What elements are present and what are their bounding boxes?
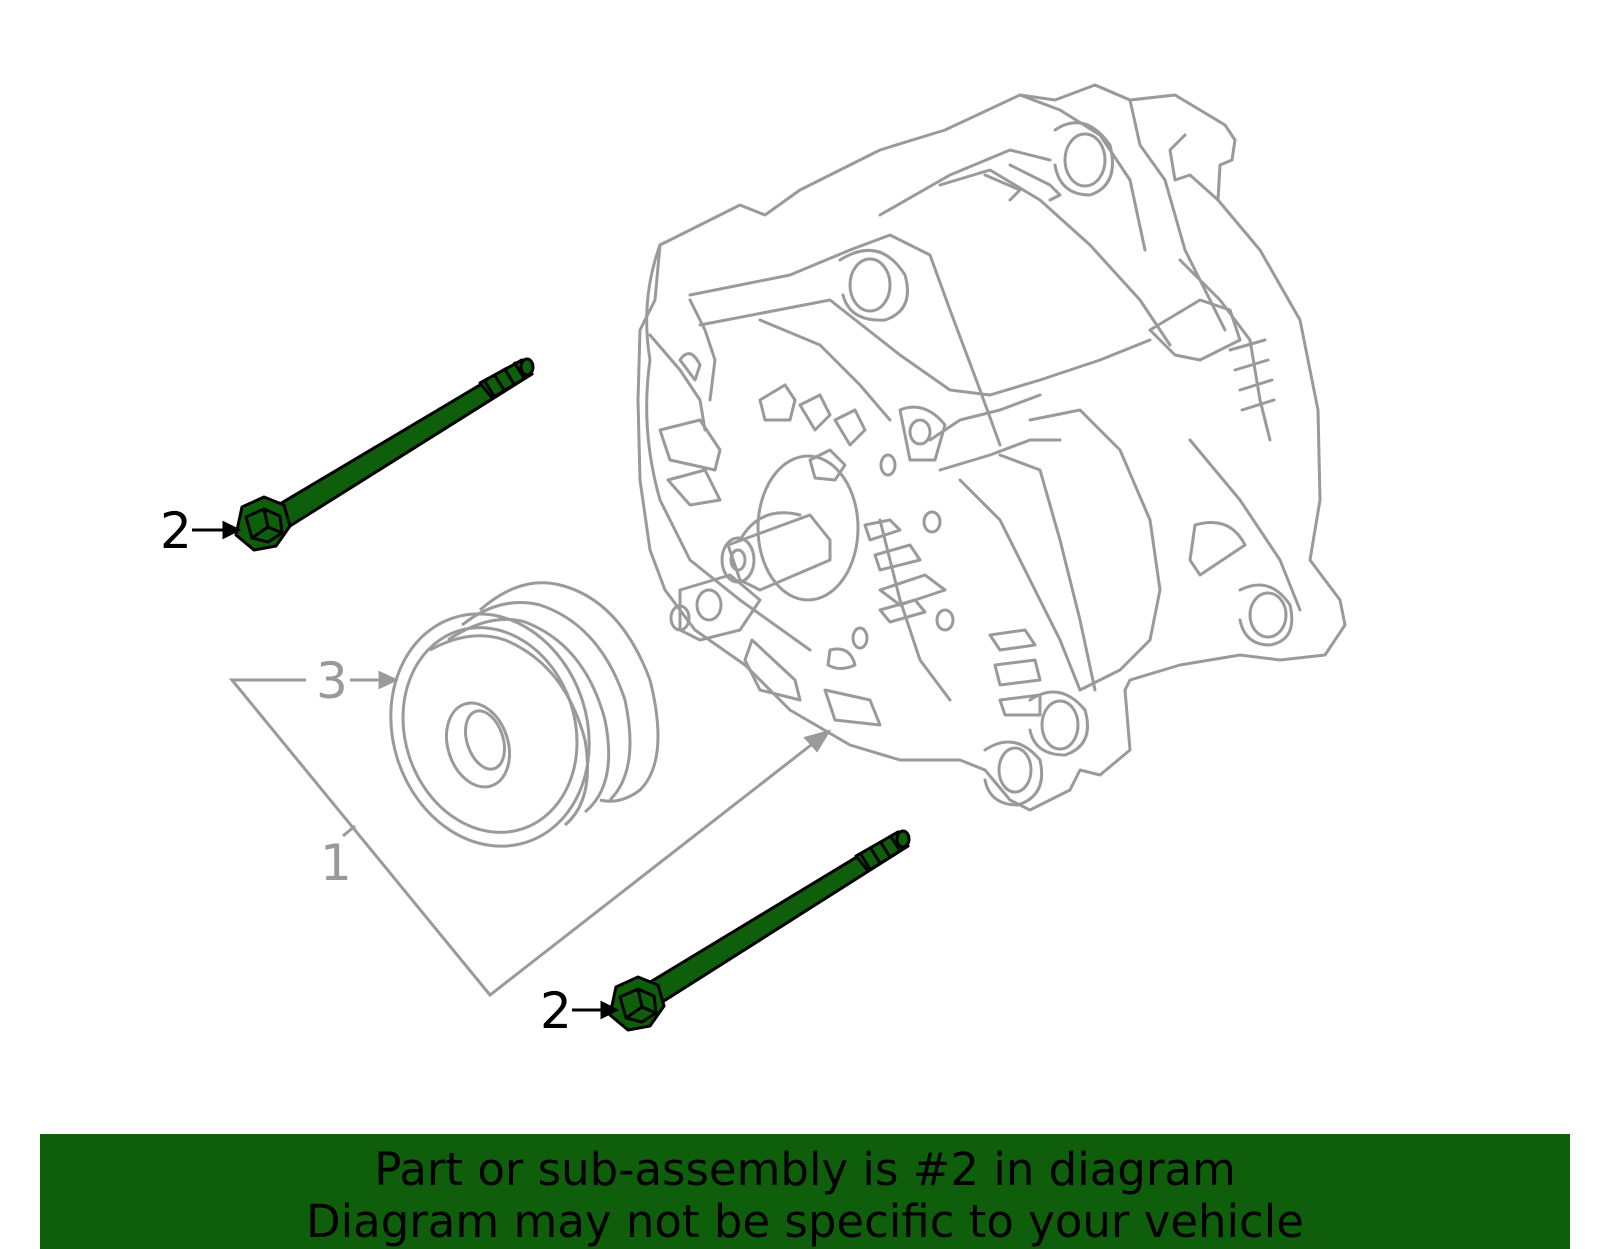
alternator-drawing	[636, 83, 1347, 812]
callout-1[interactable]: 1	[320, 834, 352, 892]
pulley-drawing	[389, 581, 660, 848]
callout-2-upper[interactable]: 2	[160, 502, 192, 560]
info-banner: Part or sub-assembly is #2 in diagram Di…	[40, 1134, 1570, 1249]
banner-line-2: Diagram may not be specific to your vehi…	[306, 1195, 1304, 1248]
bolt-lower[interactable]	[608, 829, 911, 1032]
callout-2-lower[interactable]: 2	[540, 982, 572, 1040]
banner-line-1: Part or sub-assembly is #2 in diagram	[374, 1143, 1236, 1196]
callout-3[interactable]: 3	[316, 652, 348, 710]
bolt-upper[interactable]	[234, 357, 535, 552]
callout-arrows-2	[192, 520, 620, 1020]
assembly-bracket	[228, 670, 832, 998]
